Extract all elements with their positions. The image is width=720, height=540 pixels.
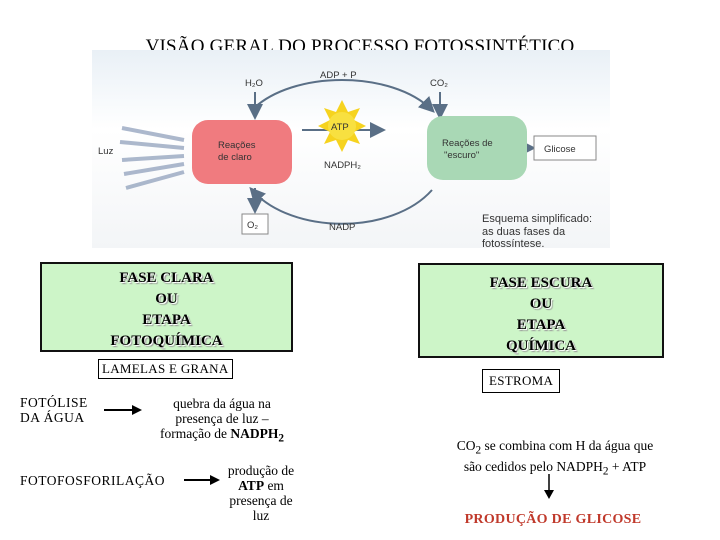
lamelas-label: LAMELAS E GRANA <box>98 359 233 379</box>
fase-clara-line-4: FOTOQUÍMICA <box>110 333 223 349</box>
producao-atp-line-2: ATP em <box>222 478 300 493</box>
fase-escura-line-3: ETAPA <box>516 317 566 333</box>
nadp-label: NADP <box>329 222 355 233</box>
producao-atp-line-1: produção de <box>227 463 295 478</box>
co2-line-2: são cedidos pelo NADPH2 + ATP <box>430 459 680 480</box>
light-reactions-node <box>192 120 292 184</box>
fase-escura-line-1: FASE ESCURA <box>489 275 593 291</box>
co2-line-1: CO2 se combina com H da água que <box>430 438 680 459</box>
dark-reactions-node <box>427 116 527 180</box>
atp-sun-icon <box>318 100 366 152</box>
fase-escura-line-4: QUÍMICA <box>506 338 576 354</box>
fotofosforilacao-arrow <box>184 475 220 485</box>
co2-symbol: CO <box>456 438 476 453</box>
dark-reactions-label-1: Reações de <box>442 138 493 149</box>
fase-clara-line-1: FASE CLARA <box>119 270 214 286</box>
em-text: em <box>264 478 284 493</box>
light-rays <box>119 126 185 190</box>
producao-atp-line-3: presença de <box>229 493 293 508</box>
caption-line-2: as duas fases da <box>482 226 566 238</box>
nadph-subscript-2: 2 <box>602 465 609 478</box>
fase-escura-box: FASE ESCURA OU ETAPA QUÍMICA <box>418 263 664 358</box>
dark-reactions-label-2: "escuro" <box>444 150 479 161</box>
fase-clara-line-2: OU <box>155 291 178 307</box>
bottom-cycle-arrow <box>249 187 433 225</box>
glicose-down-arrow <box>544 474 554 499</box>
quebra-line-1: quebra da água na <box>173 396 271 411</box>
co2-line-2-text: são cedidos pelo NADPH <box>463 458 603 474</box>
atp-label: ATP <box>331 122 349 133</box>
co2-subscript: 2 <box>475 444 482 457</box>
fase-clara-line-3: ETAPA <box>142 312 191 328</box>
atp-bold: ATP <box>238 478 265 493</box>
glicose-box <box>533 135 597 161</box>
producao-atp-text: produção de ATP em presença de luz <box>222 463 300 523</box>
producao-glicose-label: PRODUÇÃO DE GLICOSE <box>464 512 642 527</box>
estroma-label: ESTROMA <box>482 369 561 393</box>
fotolise-label: FOTÓLISE DA ÁGUA <box>20 395 88 425</box>
o2-box <box>241 213 269 235</box>
co2-combination-text: CO2 se combina com H da água que são ced… <box>430 438 680 479</box>
fase-escura-line-2: OU <box>529 296 553 312</box>
quebra-line-3-text: formação de <box>159 426 231 441</box>
luz-label: Luz <box>98 146 114 157</box>
adp-label: ADP + P <box>320 70 357 81</box>
quebra-text: quebra da água na presença de luz – form… <box>146 396 298 447</box>
caption-line-1: Esquema simplificado: <box>482 213 592 225</box>
fotofosforilacao-label: FOTOFOSFORILAÇÃO <box>20 473 166 488</box>
photosynthesis-scheme: H₂O ADP + P CO₂ Luz ATP NADPH₂ NADP O₂ R… <box>98 70 597 248</box>
fotolise-line-1: FOTÓLISE <box>20 395 88 410</box>
co2-line-1-rest: se combina com H da água que <box>481 438 654 453</box>
h2o-label: H₂O <box>245 78 263 89</box>
fase-clara-box: FASE CLARA OU ETAPA FOTOQUÍMICA <box>40 262 293 352</box>
nadph-bold: NADPH <box>230 426 279 441</box>
light-reactions-label-1: Reações <box>218 140 256 151</box>
quebra-line-2: presença de luz – <box>175 411 269 426</box>
atp-plus: + ATP <box>608 458 647 474</box>
o2-label: O₂ <box>247 220 258 231</box>
fotolise-arrow <box>104 405 142 415</box>
nadph-label: NADPH₂ <box>324 160 361 171</box>
caption-line-3: fotossíntese. <box>482 238 544 248</box>
fotolise-line-2: DA ÁGUA <box>20 410 85 425</box>
light-reactions-label-2: de claro <box>218 152 252 163</box>
nadph-subscript: 2 <box>278 432 285 445</box>
co2-label: CO₂ <box>430 78 448 89</box>
quebra-line-3: formação de NADPH2 <box>146 426 298 447</box>
glicose-label: Glicose <box>544 144 576 155</box>
producao-atp-line-4: luz <box>252 508 270 523</box>
top-cycle-arrow <box>251 79 435 113</box>
